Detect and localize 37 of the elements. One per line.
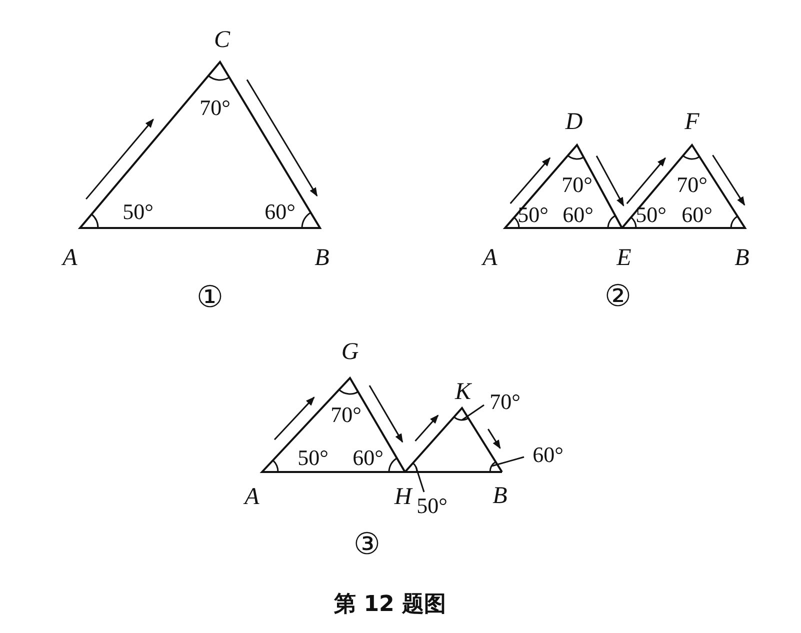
angle-arc xyxy=(454,416,469,421)
angle-label: 60° xyxy=(562,204,594,226)
angle-label: 50° xyxy=(636,204,666,226)
angle-label: 50° xyxy=(298,447,328,469)
figure-number: ② xyxy=(604,282,632,312)
point-label: F xyxy=(684,110,700,134)
point-label: B xyxy=(492,484,508,508)
angle-label: 60° xyxy=(682,204,712,226)
point-label: B xyxy=(734,246,750,270)
point-label: H xyxy=(394,485,412,509)
angle-arc xyxy=(489,461,496,472)
leader-line xyxy=(492,456,524,467)
caption: 第 12 题图 xyxy=(334,594,446,616)
point-label: A xyxy=(244,485,260,509)
point-label: A xyxy=(62,246,78,270)
angle-label: 70° xyxy=(562,174,592,196)
point-label: B xyxy=(314,246,330,270)
angle-label: 50° xyxy=(122,201,154,223)
point-label: K xyxy=(455,380,471,404)
point-label: G xyxy=(341,340,359,364)
angle-label: 50° xyxy=(518,204,548,226)
figure-number: ③ xyxy=(354,530,380,560)
angle-label: 60° xyxy=(532,444,564,466)
angle-label: 60° xyxy=(264,201,296,223)
angle-label: 70° xyxy=(200,97,230,119)
angle-label: 70° xyxy=(676,174,708,196)
point-label: E xyxy=(616,246,632,270)
leader-line xyxy=(462,404,484,421)
angle-label: 70° xyxy=(330,404,362,426)
point-label: C xyxy=(214,28,230,52)
angle-label: 50° xyxy=(416,495,448,517)
point-label: A xyxy=(482,246,498,270)
point-label: D xyxy=(565,110,583,134)
angle-label: 70° xyxy=(490,391,520,413)
angle-arc xyxy=(412,462,418,472)
figure-number: ① xyxy=(196,283,224,313)
angle-label: 60° xyxy=(352,447,384,469)
